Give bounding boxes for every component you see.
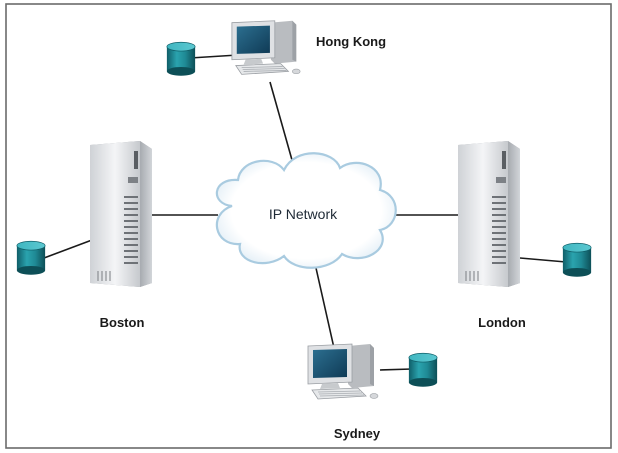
london-server-icon xyxy=(456,139,522,288)
site-sydney: Sydney xyxy=(307,343,438,441)
link-sydney-workstation-to-db xyxy=(379,368,413,371)
sydney-label: Sydney xyxy=(334,426,381,441)
site-boston: Boston xyxy=(16,139,154,330)
ip-network-label: IP Network xyxy=(269,206,338,222)
link-london-db-to-server xyxy=(519,257,567,263)
link-hongkong-workstation-to-cloud xyxy=(269,81,293,161)
london-database-icon xyxy=(562,242,592,278)
hong-kong-database-icon xyxy=(166,41,196,77)
hong-kong-label: Hong Kong xyxy=(316,34,386,49)
boston-database-icon xyxy=(16,240,46,276)
london-label: London xyxy=(478,315,526,330)
link-cloud-to-sydney-workstation xyxy=(315,267,335,349)
link-hongkong-db-to-workstation xyxy=(189,54,239,59)
boston-label: Boston xyxy=(100,315,145,330)
network-links xyxy=(43,54,567,371)
boston-server-icon xyxy=(88,139,154,288)
site-hong-kong: Hong Kong xyxy=(166,20,386,77)
link-boston-db-to-server xyxy=(43,239,93,259)
site-london: London xyxy=(456,139,592,330)
sydney-database-icon xyxy=(408,352,438,388)
ip-network-cloud-icon: IP Network xyxy=(215,152,397,269)
